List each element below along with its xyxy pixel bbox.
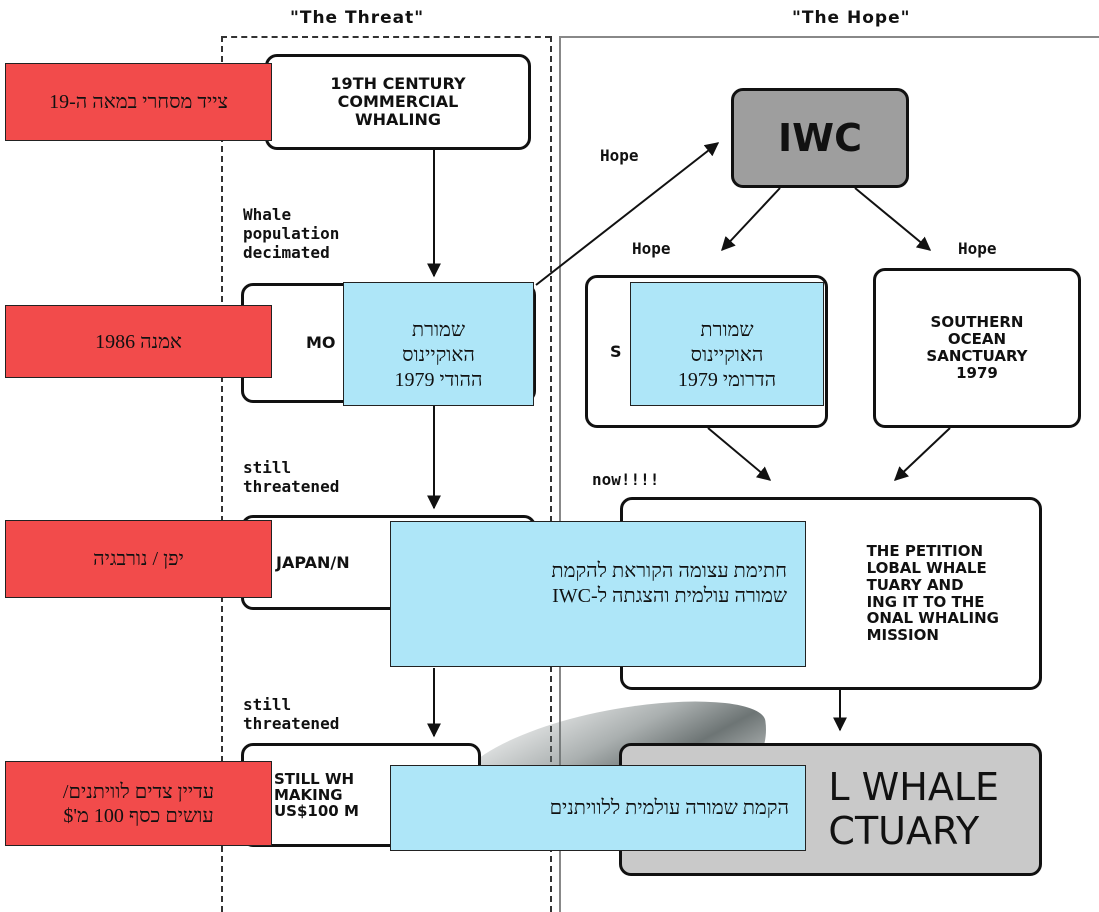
note-still-hunting: עדיין צדים לוויתנים/ עושים כסף 100 מ'$ — [5, 761, 272, 846]
hope-column-left-border — [559, 36, 561, 912]
hope-label-left: Hope — [632, 239, 671, 258]
still-threatened-label-1: still threatened — [243, 458, 340, 497]
note-treaty-1986: אמנה 1986 — [5, 305, 272, 378]
note-indian-ocean-sanctuary: שמורת האוקיינוס ההודי 1979 — [343, 282, 534, 406]
still-threatened-label-2: still threatened — [243, 695, 340, 734]
note-petition: חתימת עצומה הקוראת להקמת שמורה עולמית וה… — [390, 521, 806, 667]
note-southern-ocean-sanctuary-text: שמורת האוקיינוס הדרומי 1979 — [677, 319, 777, 391]
arrow-southern-to-petition — [893, 427, 951, 481]
now-label: now!!!! — [592, 470, 660, 489]
hope-column-top-border — [559, 36, 1099, 38]
southern-ocean-box-text: SOUTHERN OCEAN SANCTUARY 1979 — [926, 313, 1028, 382]
note-petition-text: חתימת עצומה הקוראת להקמת שמורה עולמית וה… — [551, 560, 787, 607]
threat-column-header: "The Threat" — [290, 8, 425, 28]
threat-column-left-border — [221, 36, 223, 912]
note-japan-norway-text: יפן / נורבגיה — [93, 548, 184, 570]
decimated-label: Whale population decimated — [243, 205, 340, 263]
arrow-iwc-to-indian — [721, 187, 781, 252]
hope-column-header: "The Hope" — [792, 8, 911, 28]
note-japan-norway: יפן / נורבגיה — [5, 520, 272, 598]
note-global-sanctuary-text: הקמת שמורה עולמית ללוויתנים — [549, 796, 789, 819]
moratorium-box-text: MO — [306, 333, 336, 353]
note-treaty-1986-text: אמנה 1986 — [95, 330, 182, 353]
iwc-box-text: IWC — [778, 115, 862, 160]
note-still-hunting-text: עדיין צדים לוויתנים/ עושים כסף 100 מ'$ — [62, 780, 215, 827]
hope-label-right: Hope — [958, 239, 997, 258]
iwc-box: IWC — [731, 88, 909, 188]
arrow-iwc-to-southern — [854, 187, 932, 251]
hope-label-top: Hope — [600, 146, 639, 165]
whaling-box-text: 19TH CENTURY COMMERCIAL WHALING — [330, 74, 466, 129]
note-global-sanctuary: הקמת שמורה עולמית ללוויתנים — [390, 765, 806, 851]
note-southern-ocean-sanctuary: שמורת האוקיינוס הדרומי 1979 — [630, 282, 824, 406]
southern-ocean-box: SOUTHERN OCEAN SANCTUARY 1979 — [873, 268, 1081, 428]
note-19th-century-whaling: צייד מסחרי במאה ה-19 — [5, 63, 272, 141]
arrow-indian-to-petition — [707, 427, 772, 481]
note-19th-century-whaling-text: צייד מסחרי במאה ה-19 — [49, 91, 228, 113]
japan-box-text: JAPAN/N — [276, 552, 350, 572]
threat-column-top-border — [221, 36, 551, 38]
threat-column-right-border — [550, 36, 552, 912]
still-whaling-box-text: STILL WH MAKING US$100 M — [274, 769, 359, 821]
note-indian-ocean-sanctuary-text: שמורת האוקיינוס ההודי 1979 — [394, 319, 483, 391]
arrow-to-iwc — [535, 142, 720, 286]
petition-box-text: THE PETITION LOBAL WHALE TUARY AND ING I… — [866, 542, 999, 645]
whaling-box: 19TH CENTURY COMMERCIAL WHALING — [265, 54, 531, 150]
global-sanctuary-box-text: L WHALE CTUARY — [828, 764, 999, 853]
indian-ocean-box-text: S — [610, 341, 622, 361]
